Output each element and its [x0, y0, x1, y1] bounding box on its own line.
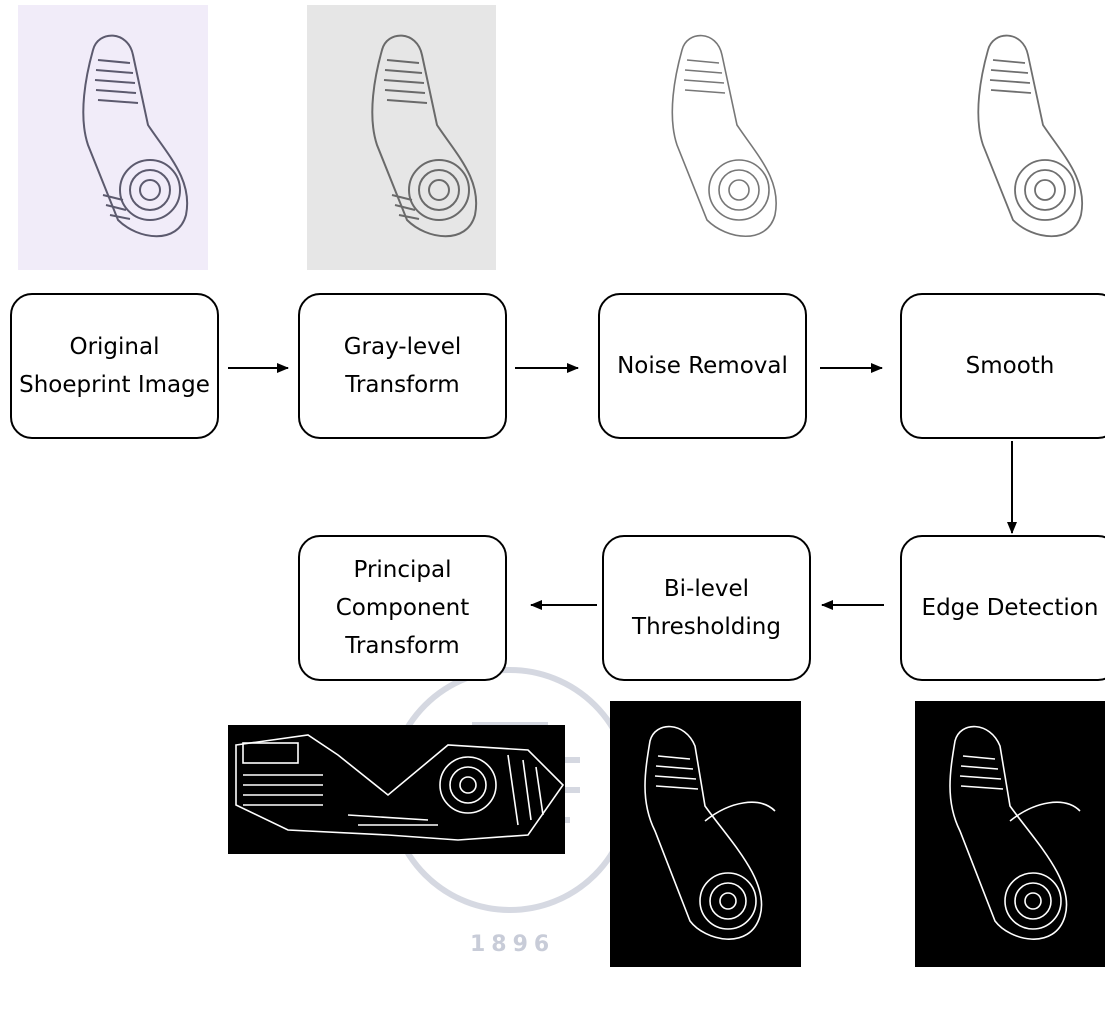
bi-level-result-thumbnail [610, 701, 801, 967]
principal-component-result-thumbnail [228, 725, 565, 854]
edge-detection-result-thumbnail [915, 701, 1105, 967]
